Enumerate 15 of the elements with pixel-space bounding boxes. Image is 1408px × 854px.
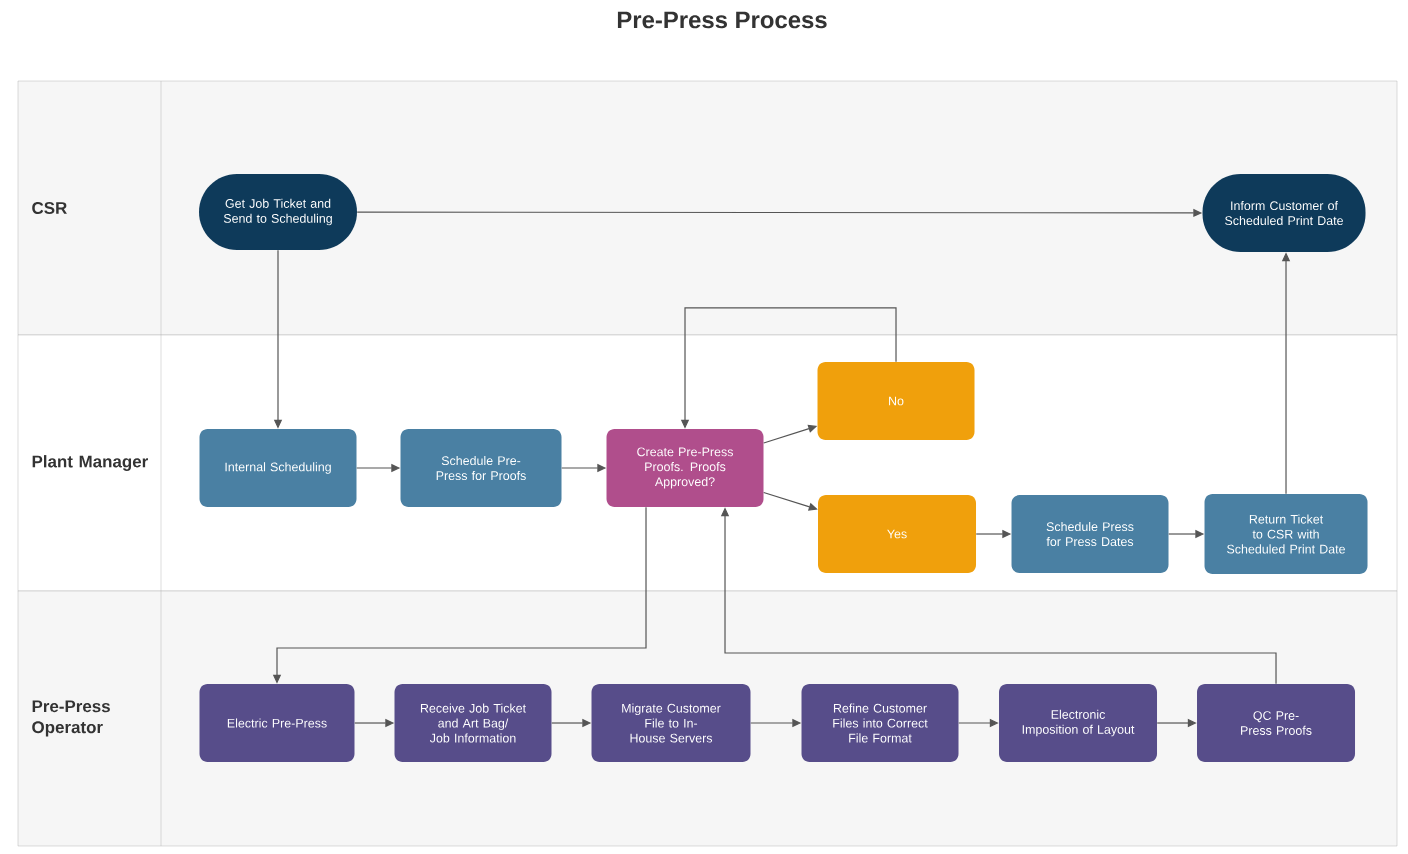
- process-box: Return Ticket to CSR with Scheduled Print Date: [1204, 494, 1368, 574]
- terminal-box: Get Job Ticket and Send to Scheduling: [199, 174, 357, 250]
- decision-box: Yes: [818, 495, 976, 573]
- process-box: QC Pre-Press Proofs: [1197, 684, 1355, 762]
- title: Pre-Press Process: [617, 11, 827, 29]
- process-box: Electric Pre-Press: [199, 684, 355, 762]
- process-box: Create Pre-Press Proofs. Proofs Approved?: [606, 429, 764, 507]
- decision-box: No: [817, 362, 975, 440]
- process-box: Internal Scheduling: [199, 429, 357, 507]
- process-box: Schedule Press for Press Dates: [1011, 495, 1169, 573]
- process-box: Migrate Customer File to In-House Servers: [591, 684, 751, 762]
- process-box: Schedule Pre-Press for Proofs: [400, 429, 562, 507]
- process-box: Receive Job Ticket and Art Bag/ Job Information: [394, 684, 552, 762]
- process-box: Electronic Imposition of Layout: [999, 684, 1157, 762]
- process-box: Refine Customer Files into Correct File Format: [801, 684, 959, 762]
